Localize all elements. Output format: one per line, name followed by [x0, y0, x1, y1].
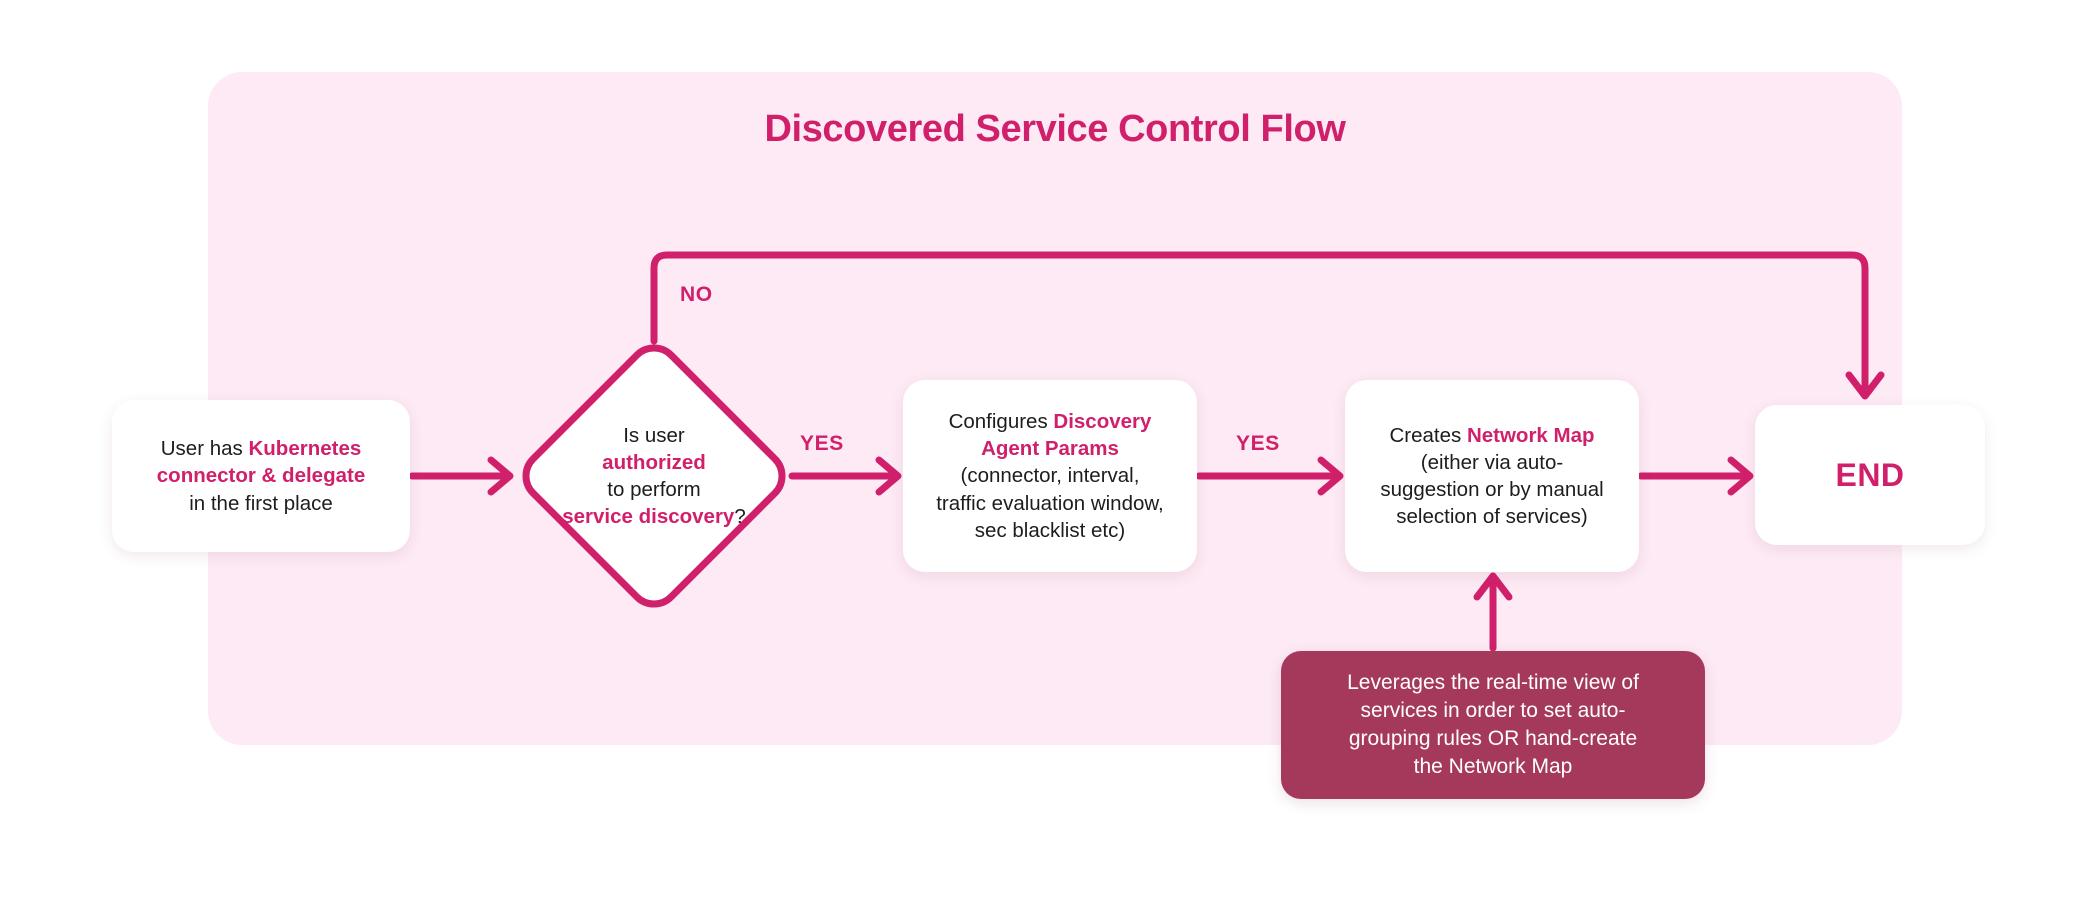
- line-4: service discovery?: [562, 505, 746, 529]
- node-creates-network-map[interactable]: Creates Network Map (either via auto- su…: [1345, 380, 1639, 572]
- node-configure-discovery-agent-params[interactable]: Configures Discovery Agent Params (conne…: [903, 380, 1197, 572]
- diagram-title: Discovered Service Control Flow: [764, 108, 1346, 150]
- node-note-text: Leverages the real-time view of services…: [1329, 669, 1657, 781]
- line-3: grouping rules OR hand-create: [1348, 727, 1638, 750]
- line-2: (either via auto-: [1420, 450, 1564, 474]
- node-end-label: END: [1835, 456, 1905, 493]
- line-2: connector & delegate: [156, 464, 366, 488]
- line-4: selection of services): [1396, 505, 1588, 529]
- line-1: User has Kubernetes: [160, 437, 362, 461]
- line-3: (connector, interval,: [960, 464, 1140, 488]
- line-1: Creates Network Map: [1389, 423, 1595, 447]
- line-3: suggestion or by manual: [1380, 478, 1604, 501]
- node-config-text: Configures Discovery Agent Params (conne…: [920, 408, 1180, 544]
- line-3: in the first place: [189, 491, 333, 515]
- line-3: to perform: [607, 478, 701, 501]
- node-start-text: User has Kubernetes connector & delegate…: [141, 435, 381, 517]
- edge-label-yes-config-map: YES: [1236, 432, 1280, 455]
- edge-label-no: NO: [680, 283, 713, 306]
- node-start-box[interactable]: User has Kubernetes connector & delegate…: [112, 400, 410, 552]
- edge-label-yes-decision-config: YES: [800, 432, 844, 455]
- line-4: the Network Map: [1413, 754, 1573, 778]
- node-note-box[interactable]: Leverages the real-time view of services…: [1281, 651, 1705, 799]
- line-2: services in order to set auto-: [1360, 699, 1626, 723]
- line-1: Is user: [623, 423, 685, 447]
- line-1: Leverages the real-time view of: [1347, 671, 1639, 695]
- line-4: traffic evaluation window,: [936, 491, 1164, 515]
- line-5: sec blacklist etc): [974, 518, 1126, 542]
- line-2: Agent Params: [981, 437, 1119, 461]
- diamond-shape: [522, 344, 786, 608]
- node-decision-diamond[interactable]: Is user authorized to perform service di…: [518, 340, 790, 612]
- line-2: authorized: [602, 450, 706, 474]
- node-decision-text: Is user authorized to perform service di…: [539, 422, 769, 531]
- node-map-text: Creates Network Map (either via auto- su…: [1364, 422, 1619, 531]
- line-1: Configures Discovery: [948, 409, 1152, 433]
- node-end-box[interactable]: END: [1755, 405, 1985, 545]
